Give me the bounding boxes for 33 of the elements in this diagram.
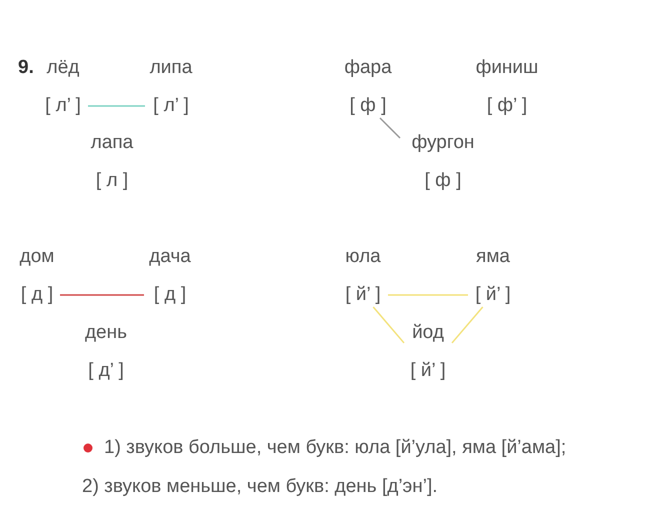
word-label: лёд	[46, 56, 80, 80]
transcription-label: [ ф ]	[424, 169, 462, 193]
transcription-label: [ ф’ ]	[486, 94, 528, 118]
transcription-label: [ д’ ]	[87, 359, 125, 383]
answer-text: 1) звуков больше, чем букв: юла [й’ула], яма [й’ама];	[104, 436, 566, 460]
connector-line	[388, 294, 468, 296]
transcription-label: [ л’ ]	[152, 94, 190, 118]
answer-text: 2) звуков меньше, чем букв: день [д’эн’].	[82, 475, 438, 499]
word-label: лапа	[90, 131, 134, 155]
task-number: 9.	[18, 56, 34, 80]
transcription-label: [ ф ]	[348, 94, 388, 118]
connector-line	[379, 117, 401, 139]
word-label: фургон	[410, 131, 476, 155]
word-label: день	[84, 321, 128, 345]
word-label: яма	[475, 245, 511, 269]
transcription-label: [ й’ ]	[474, 283, 512, 307]
word-label: дача	[148, 245, 192, 269]
connector-line	[372, 306, 405, 344]
connector-line	[60, 294, 144, 296]
transcription-label: [ й’ ]	[409, 359, 447, 383]
transcription-label: [ л ]	[94, 169, 130, 193]
word-label: йод	[411, 321, 445, 345]
transcription-label: [ д ]	[20, 283, 54, 307]
word-label: липа	[148, 56, 194, 80]
word-label: дом	[18, 245, 56, 269]
word-label: юла	[344, 245, 382, 269]
transcription-label: [ д ]	[152, 283, 188, 307]
transcription-label: [ й’ ]	[344, 283, 382, 307]
word-label: фара	[343, 56, 393, 80]
transcription-label: [ л’ ]	[44, 94, 82, 118]
word-label: финиш	[474, 56, 540, 80]
connector-line	[88, 105, 145, 107]
connector-line	[451, 306, 484, 344]
